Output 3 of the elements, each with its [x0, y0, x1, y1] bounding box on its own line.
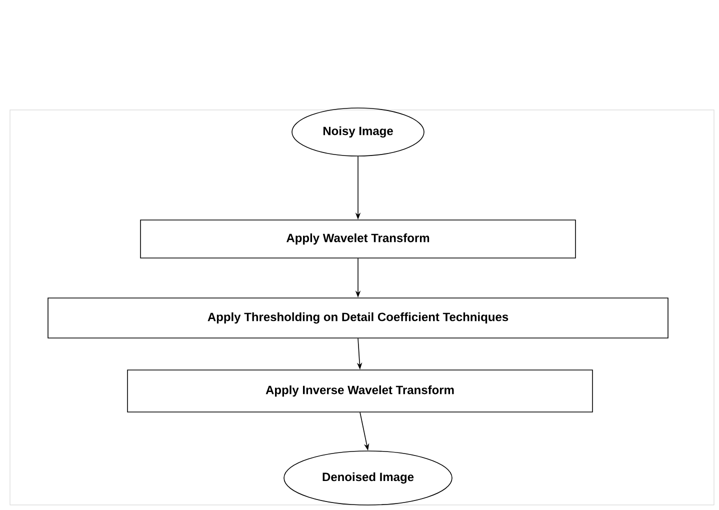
- process-box: Apply Wavelet Transform: [140, 220, 576, 258]
- process-box: Apply Inverse Wavelet Transform: [127, 370, 593, 412]
- process-box: Apply Thresholding on Detail Coefficient Techniques: [48, 298, 668, 338]
